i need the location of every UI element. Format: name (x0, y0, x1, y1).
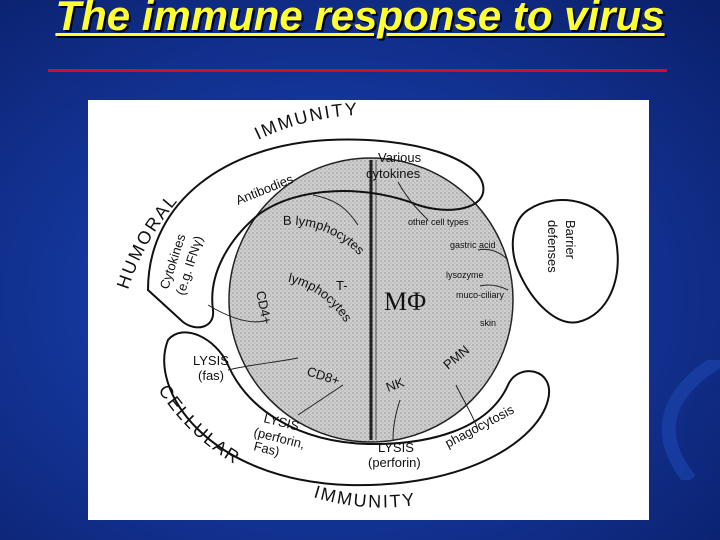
various-cytokines-label-2: cytokines (366, 166, 421, 181)
various-cytokines-label-1: Various (378, 150, 422, 165)
nk-label: NK (384, 374, 406, 394)
arrow-lysis-fas (227, 357, 299, 371)
arrow-antibodies (312, 194, 359, 226)
cd4-label: CD4+ (253, 290, 275, 326)
arrow-barrier-1 (477, 248, 509, 261)
t-lymphocytes-label-1: T- (336, 278, 348, 293)
immune-response-figure: HUMORAL IMMUNITY CELLULAR IMMUNITY Vario… (88, 100, 649, 520)
barrier-gastric: gastric acid (450, 240, 496, 250)
lysis-perforin-label-2: (perforin) (368, 455, 421, 470)
barrier-lysozyme: lysozyme (446, 270, 484, 280)
arrow-lysis-perforin-fas (297, 384, 344, 416)
barrier-blob (511, 199, 619, 324)
macrophage-label: MΦ (384, 287, 426, 316)
title-divider (48, 69, 667, 72)
immunity-bottom-arc-label: IMMUNITY (312, 482, 418, 512)
arrow-phagocytosis (455, 384, 479, 431)
arrow-barrier-2 (479, 284, 509, 291)
slide-title: The immune response to virus (55, 0, 665, 39)
lysis-fas-label-1: LYSIS (193, 353, 229, 368)
barrier-label-2: defenses (545, 220, 560, 273)
background-swirl (661, 360, 720, 480)
barrier-mucociliary: muco-ciliary (456, 290, 505, 300)
barrier-skin: skin (480, 318, 496, 328)
lysis-perforin-fas-label-3: Fas) (252, 438, 281, 459)
immune-diagram: HUMORAL IMMUNITY CELLULAR IMMUNITY Vario… (113, 100, 619, 512)
barrier-other-cells: other cell types (408, 217, 469, 227)
cellular-band (163, 331, 551, 487)
immunity-top-arc-label: IMMUNITY (251, 100, 359, 144)
lysis-perforin-label-1: LYSIS (378, 440, 414, 455)
arrow-ifn (207, 304, 269, 323)
arrow-cytokines (397, 181, 429, 221)
barrier-label-1: Barrier (563, 220, 578, 260)
humoral-band (146, 138, 485, 329)
arrow-lysis-perforin (392, 399, 401, 441)
lysis-fas-label-2: (fas) (198, 368, 224, 383)
cellular-arc-label: CELLULAR (155, 381, 245, 468)
